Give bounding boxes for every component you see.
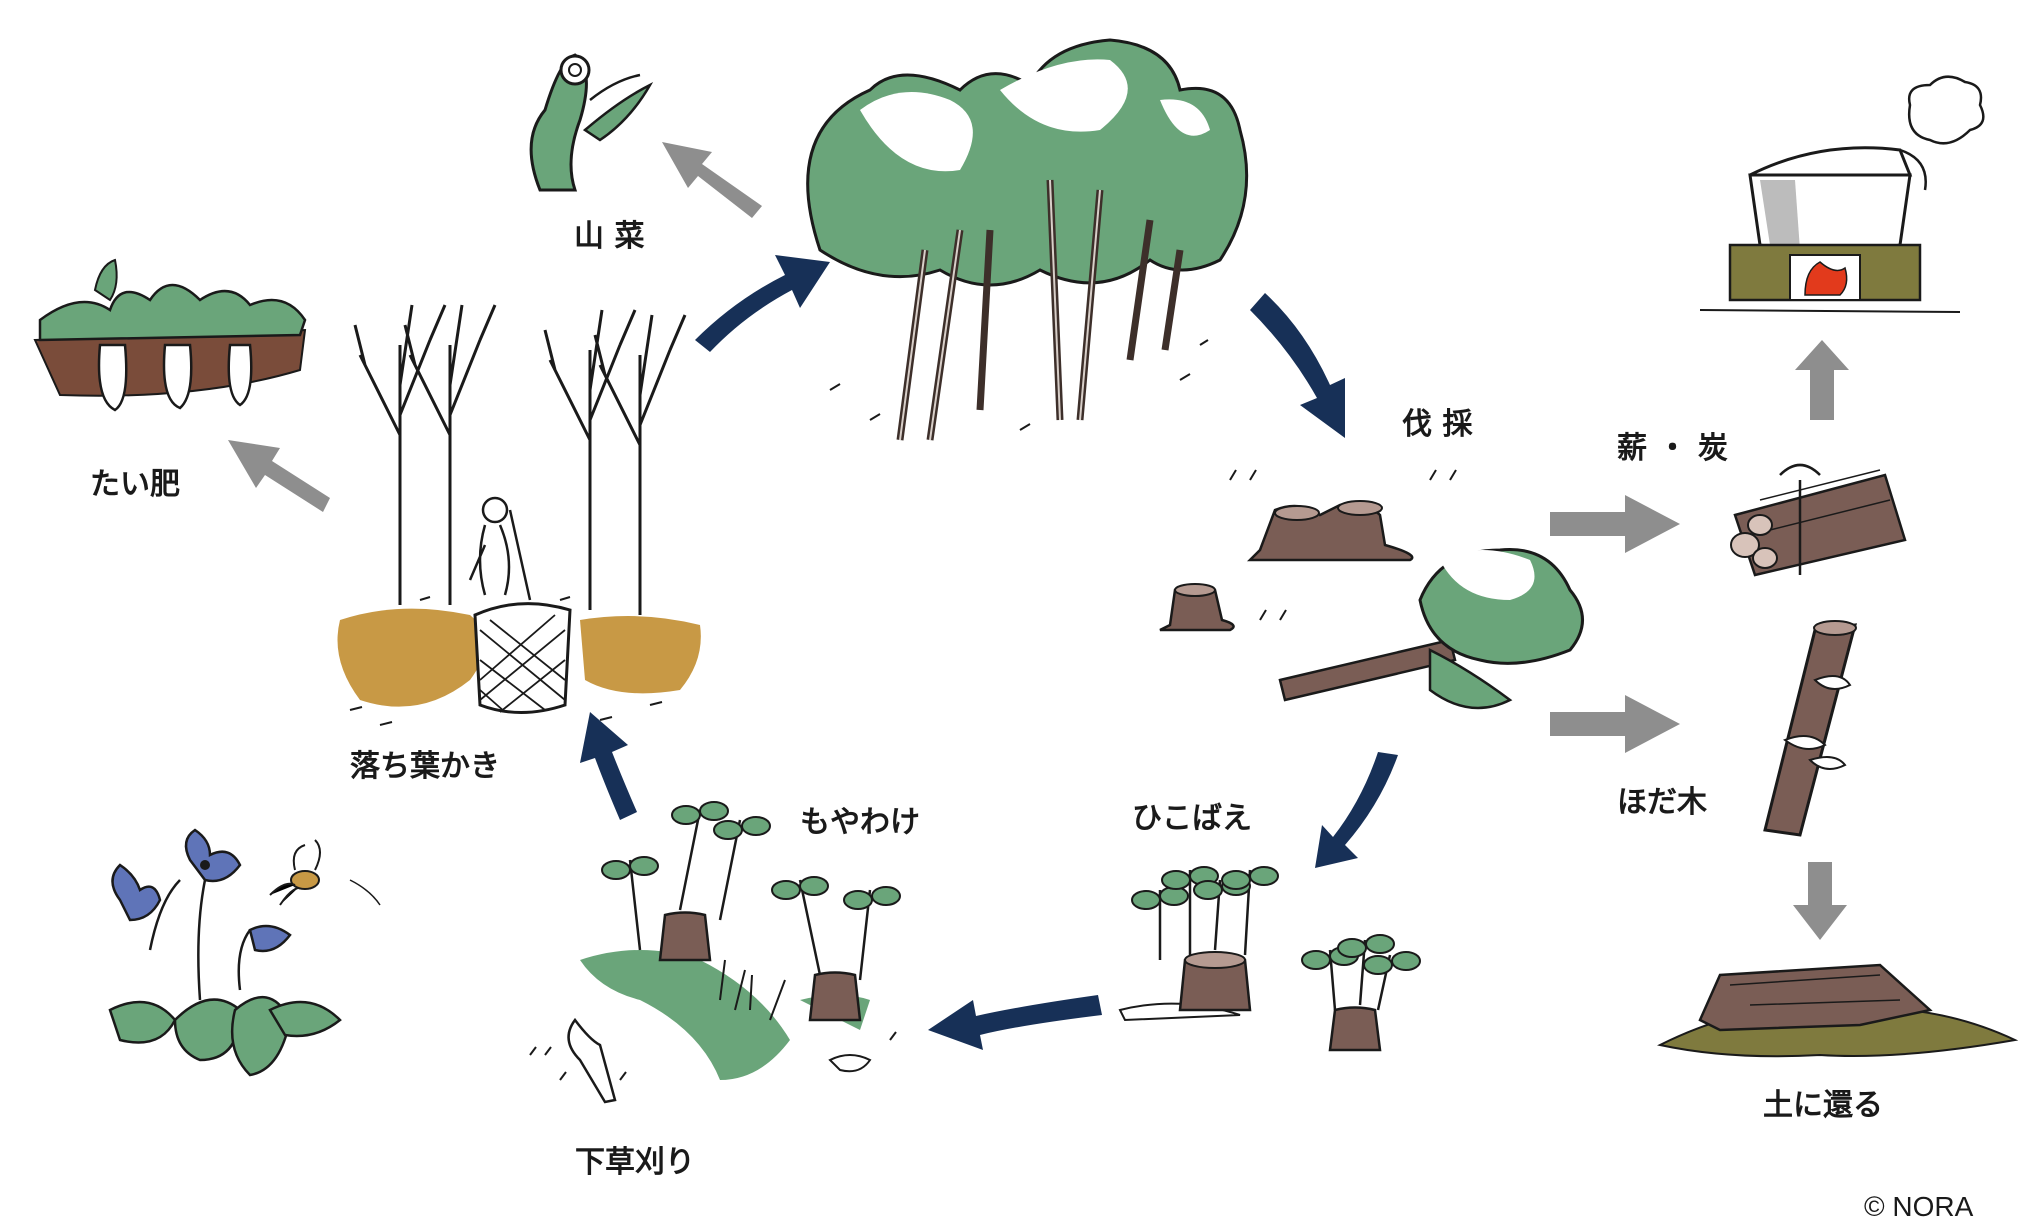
- label-tsuchi: 土に還る: [1763, 1088, 1883, 1123]
- label-bassai: 伐 採: [1402, 407, 1473, 442]
- cycle-arrow-raking-to-forest: [695, 255, 830, 352]
- side-arrow-to-pot: [1795, 340, 1849, 420]
- label-shitakusa: 下草刈り: [575, 1145, 695, 1180]
- label-maki-sumi: 薪 ・ 炭: [1617, 431, 1728, 466]
- bee-icon: [269, 839, 381, 906]
- decaying-log-illustration: [1657, 963, 2019, 1058]
- felled-trees-illustration: [1159, 469, 1584, 710]
- radish-field-illustration: [33, 258, 307, 412]
- cycle-arrows: [580, 255, 1398, 1050]
- side-arrow-to-firewood: [1550, 495, 1680, 553]
- weeding-saplings-illustration: [529, 801, 901, 1104]
- cycle-arrow-forest-to-felling: [1250, 293, 1345, 438]
- side-arrow-to-soil: [1793, 862, 1847, 940]
- sprouting-stumps-illustration: [1118, 866, 1421, 1052]
- side-arrow-to-hodagi: [1550, 695, 1680, 753]
- cooking-pot-illustration: [1699, 75, 1985, 313]
- label-hikobae: ひこばえ: [1132, 801, 1252, 836]
- label-taihi: たい肥: [90, 467, 180, 502]
- label-hodagi: ほだ木: [1617, 785, 1707, 820]
- label-moyawake: もやわけ: [800, 805, 920, 840]
- label-ochiba: 落ち葉かき: [350, 749, 500, 784]
- label-sansai: 山 菜: [574, 219, 644, 254]
- leaf-raking-illustration: [337, 303, 701, 726]
- mushroom-log-illustration: [1763, 620, 1858, 837]
- mature-forest-illustration: [806, 38, 1249, 441]
- wild-vegetables-illustration: [529, 53, 654, 192]
- side-arrow-to-taihi: [228, 440, 330, 512]
- side-arrows: [228, 142, 1849, 940]
- cycle-arrow-felling-to-sprouts: [1315, 752, 1398, 868]
- violet-flowers-illustration: [108, 828, 342, 1077]
- cycle-arrow-sprouts-to-weeding: [928, 995, 1102, 1050]
- cycle-arrow-weeding-to-raking: [580, 712, 637, 820]
- side-arrow-to-sansai: [662, 142, 762, 218]
- firewood-bundle-illustration: [1730, 463, 1907, 577]
- copyright-notice: © NORA: [1864, 1191, 1974, 1222]
